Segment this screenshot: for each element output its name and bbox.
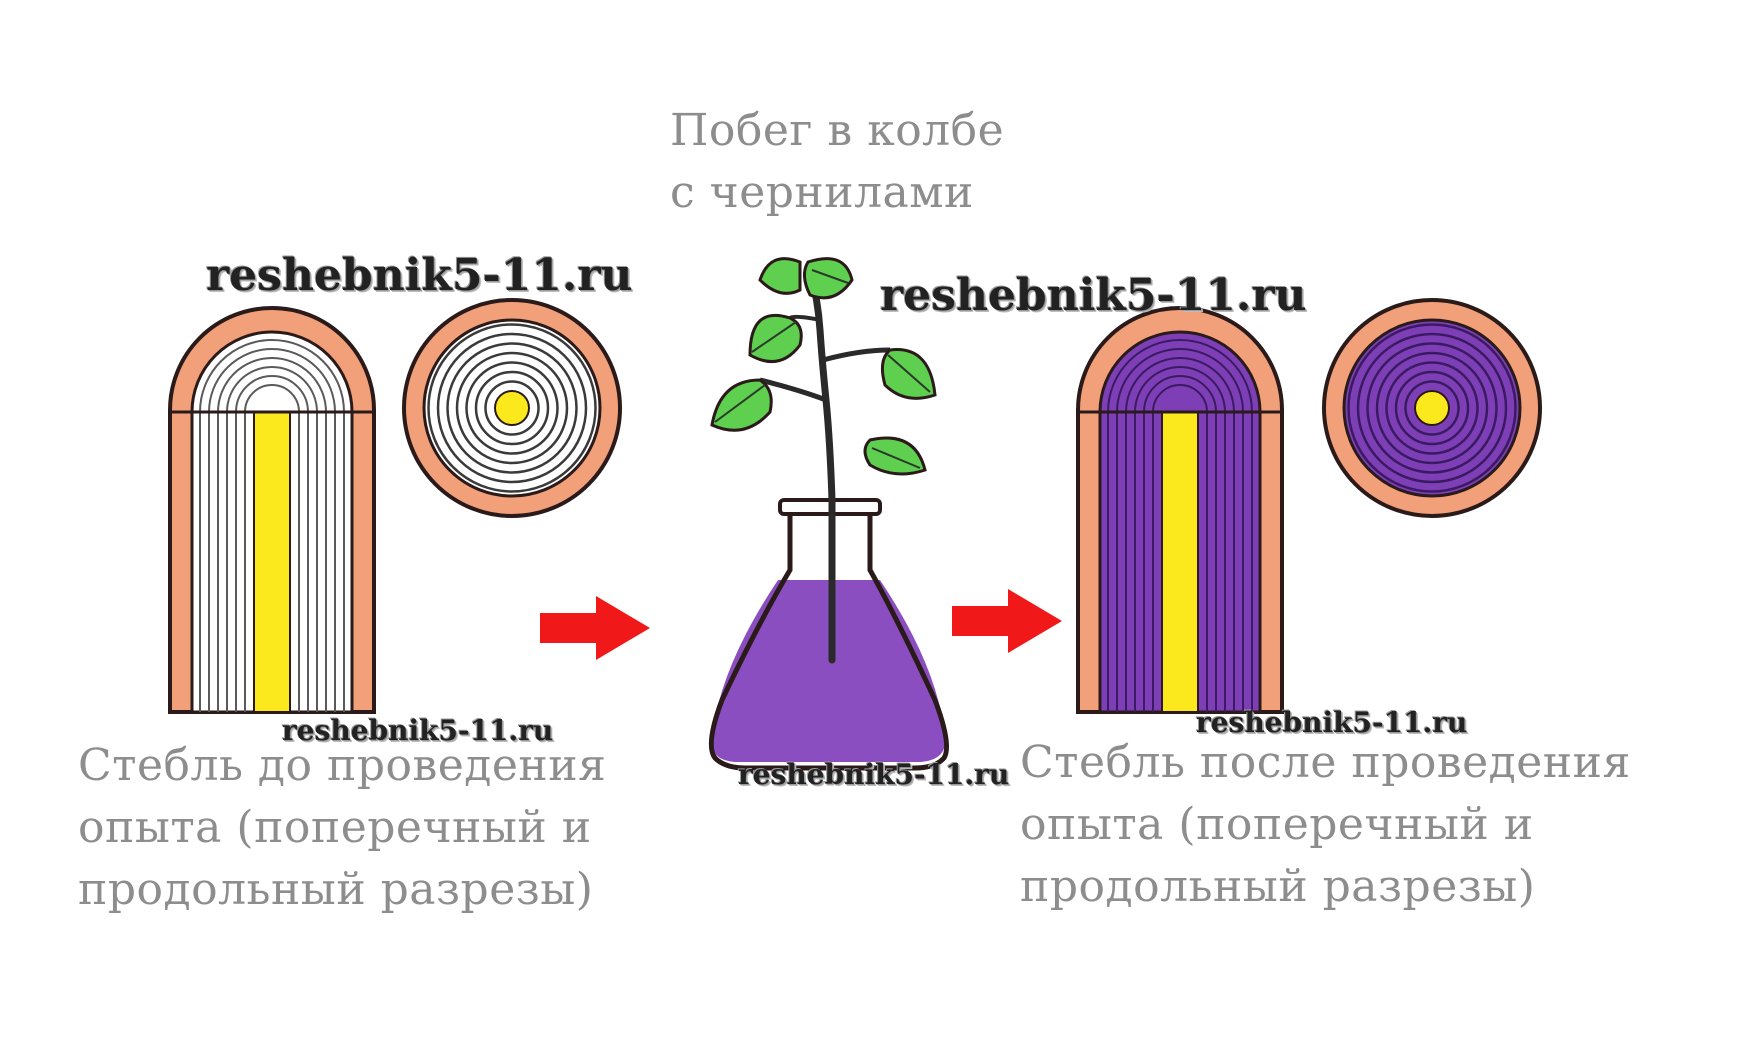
red-arrow-icon [952, 589, 1062, 653]
plant-in-flask [708, 257, 949, 771]
ring-line [484, 380, 540, 436]
flask-outline [708, 510, 949, 771]
ring-line [1356, 332, 1508, 484]
watermark-bottom-left: reshebnik5-11.ru [282, 714, 554, 747]
vessel-lines [199, 339, 345, 712]
vessel-line [199, 339, 345, 712]
stem-after-cross-section [1322, 298, 1542, 518]
ring-line [436, 332, 588, 484]
ring-line [455, 351, 569, 465]
ring-line [465, 361, 559, 455]
vessel-line [1134, 366, 1226, 712]
pith-right [1161, 411, 1199, 713]
pith-left [253, 411, 291, 713]
vessel-line [1152, 384, 1208, 712]
pith-core [494, 390, 530, 426]
vessel-line [208, 348, 336, 712]
vessel-line [1125, 357, 1235, 712]
vessel-line [217, 357, 327, 712]
vessel-line [1116, 348, 1244, 712]
plant-branch-right [822, 347, 891, 363]
ring-line [474, 370, 550, 446]
caption-before: Стебль до проведения опыта (поперечный и… [78, 740, 607, 915]
ring-line [1404, 380, 1460, 436]
ring-line [1347, 323, 1517, 493]
plant-branch-left [759, 377, 827, 403]
stem-after-longitudinal [1076, 306, 1284, 714]
watermark-top-left: reshebnik5-11.ru [206, 250, 633, 301]
vessel-line [1143, 375, 1217, 712]
vessel-line [244, 384, 300, 712]
ring-line [1385, 361, 1479, 455]
leaf-icon [758, 257, 802, 295]
plant-stem [806, 266, 836, 664]
stained-growth-rings [1347, 323, 1517, 493]
leaf-icon [748, 313, 803, 364]
leaf-icon [863, 436, 927, 476]
ring-line [427, 323, 597, 493]
leaf-veins [714, 269, 931, 469]
watermark-top-center: reshebnik5-11.ru [880, 270, 1307, 321]
caption-after: Стебль после проведения опыта (поперечны… [1020, 737, 1631, 912]
leaf-icon [803, 257, 854, 300]
pith-core [1414, 390, 1450, 426]
vessel-line [235, 375, 309, 712]
watermark-bottom-center: reshebnik5-11.ru [738, 758, 1010, 791]
stem-before-cross-section [402, 298, 622, 518]
stem-before-longitudinal [168, 306, 376, 714]
caption-flask: Побег в колбе с чернилами [670, 105, 1005, 218]
ring-line [1375, 351, 1489, 465]
growth-rings [427, 323, 597, 493]
ink-liquid [711, 580, 946, 762]
ring-line [1394, 370, 1470, 446]
vessel-line [226, 366, 318, 712]
ring-line [1366, 342, 1498, 474]
red-arrow-icon [540, 596, 650, 660]
watermark-bottom-right: reshebnik5-11.ru [1196, 706, 1468, 739]
ring-line [446, 342, 578, 474]
vessel-line [1107, 339, 1253, 712]
stained-vessel-lines [1107, 339, 1253, 712]
